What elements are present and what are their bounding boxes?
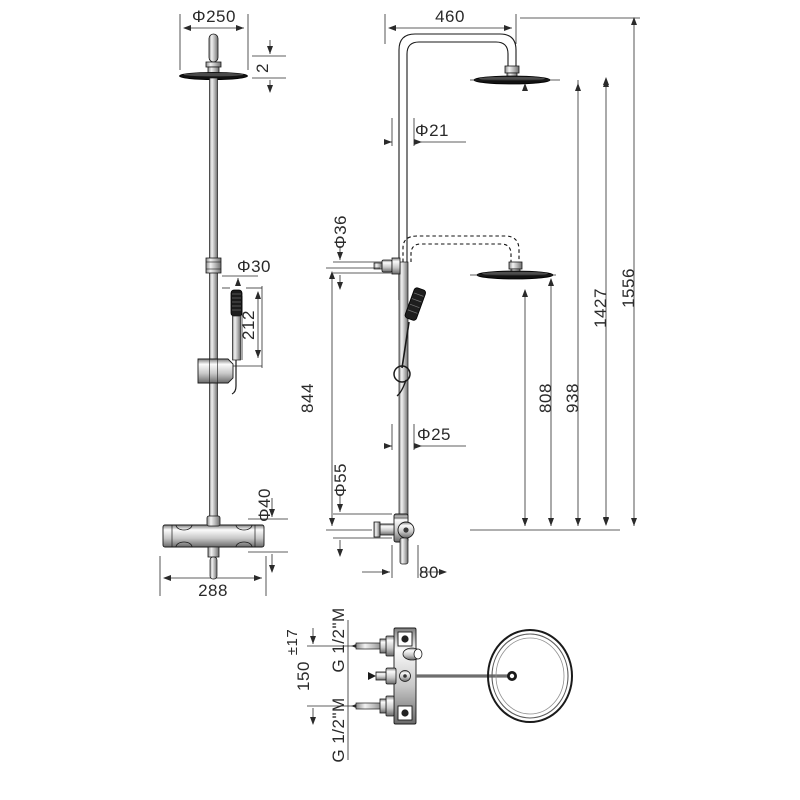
dim-valve-diameter: Φ40: [255, 488, 274, 522]
front-view-slide-bracket: [197, 358, 234, 384]
dim-high-head-height: 1427: [591, 288, 610, 328]
dim-inlet-projection: 80: [419, 563, 439, 582]
dim-handshower-diameter: Φ30: [237, 257, 271, 276]
side-view-shower-arm: [398, 33, 517, 300]
front-view-riser-pipe: [209, 77, 218, 521]
detail-view-center-outlet: [368, 647, 423, 685]
dim-handshower-length: 212: [239, 310, 258, 340]
side-view-upper-head: [473, 65, 551, 85]
front-view-handshower: [230, 289, 243, 395]
side-view-inlet-elbow: [373, 513, 415, 565]
front-view-dimension-lines: [179, 14, 286, 93]
side-view-alt-arm-phantom: [402, 235, 520, 262]
dim-head-thickness: 2: [253, 63, 272, 73]
side-view-height-dims: [326, 17, 640, 531]
side-view-riser-pipe: [398, 261, 409, 521]
side-view-diverter-body: [373, 257, 401, 275]
front-view-shower-head: [179, 33, 248, 81]
front-view-thermostatic-valve: [162, 515, 265, 580]
dim-rail-diameter: Φ25: [417, 425, 451, 444]
detail-view-escutcheon: [416, 629, 573, 723]
label-thread-top: G 1/2"M: [329, 607, 348, 672]
side-view-rail-dim: [384, 424, 466, 450]
side-view-reach-dims: [384, 14, 517, 44]
dim-valve-width: 288: [198, 581, 228, 600]
detail-view-bottom-inlet: [355, 695, 395, 717]
dim-head-diameter: Φ250: [192, 7, 236, 26]
dim-low-head-height: 808: [536, 383, 555, 413]
label-thread-bottom: G 1/2"M: [329, 697, 348, 762]
dim-inlet-body-diameter: Φ55: [331, 463, 350, 497]
front-view-diverter: [205, 257, 222, 274]
detail-view-top-inlet: [355, 635, 395, 657]
dim-rail-height: 844: [298, 383, 317, 413]
dim-riser-diameter: Φ21: [415, 121, 449, 140]
front-view-handshower-dims: [222, 275, 263, 368]
side-view-lower-head: [476, 261, 554, 280]
side-view-riser-dim: [384, 118, 466, 146]
dim-mid-height: 938: [563, 383, 582, 413]
dim-overall-height: 1556: [619, 268, 638, 308]
front-view-valve-dims: [159, 498, 288, 596]
dim-inlet-spacing: 150: [294, 661, 313, 691]
side-view-inlet-dims: [333, 494, 447, 578]
side-view-handshower: [393, 287, 427, 397]
dim-arm-reach: 460: [435, 7, 465, 26]
dim-diverter-diameter: Φ36: [331, 215, 350, 249]
dim-inlet-tolerance: ±17: [284, 629, 301, 655]
